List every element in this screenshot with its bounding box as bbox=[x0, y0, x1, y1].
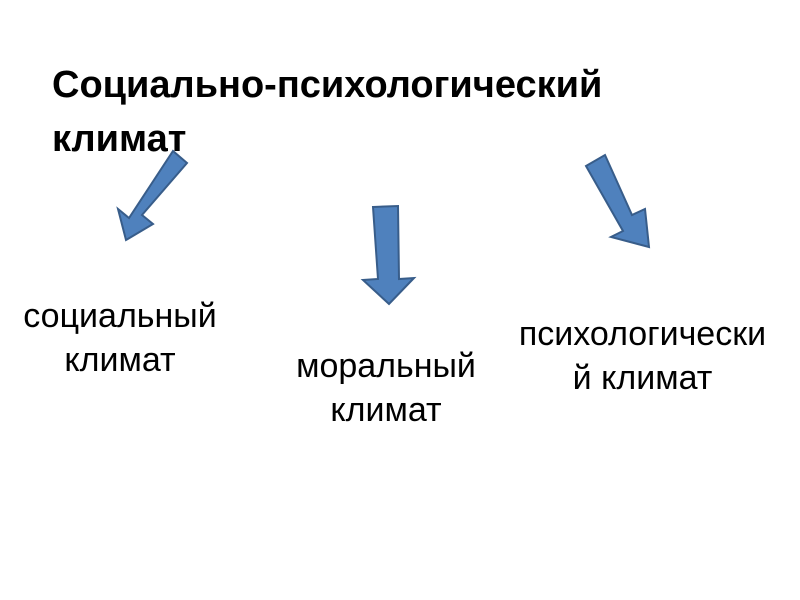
arrow-to-moral-climate bbox=[360, 204, 417, 306]
arrow-to-social-climate bbox=[116, 149, 189, 242]
diagram-title: Социально-психологический климат bbox=[52, 58, 752, 166]
node-psych-climate-line-2: й климат bbox=[572, 359, 713, 397]
node-social-climate: социальный климат bbox=[0, 294, 240, 382]
arrow-to-psych-climate bbox=[584, 153, 651, 249]
node-moral-climate-line-1: моральный bbox=[296, 347, 476, 385]
node-moral-climate: моральный климат bbox=[275, 344, 497, 432]
node-psych-climate-line-1: психологически bbox=[518, 315, 767, 353]
node-moral-climate-line-2: климат bbox=[330, 391, 442, 429]
diagram-title-line-1: Социально-психологический bbox=[52, 64, 603, 106]
node-social-climate-line-1: социальный bbox=[23, 297, 217, 335]
diagram-title-line-2: климат bbox=[52, 118, 187, 160]
node-social-climate-line-2: климат bbox=[64, 341, 176, 379]
node-psych-climate: психологически й климат bbox=[495, 312, 790, 400]
